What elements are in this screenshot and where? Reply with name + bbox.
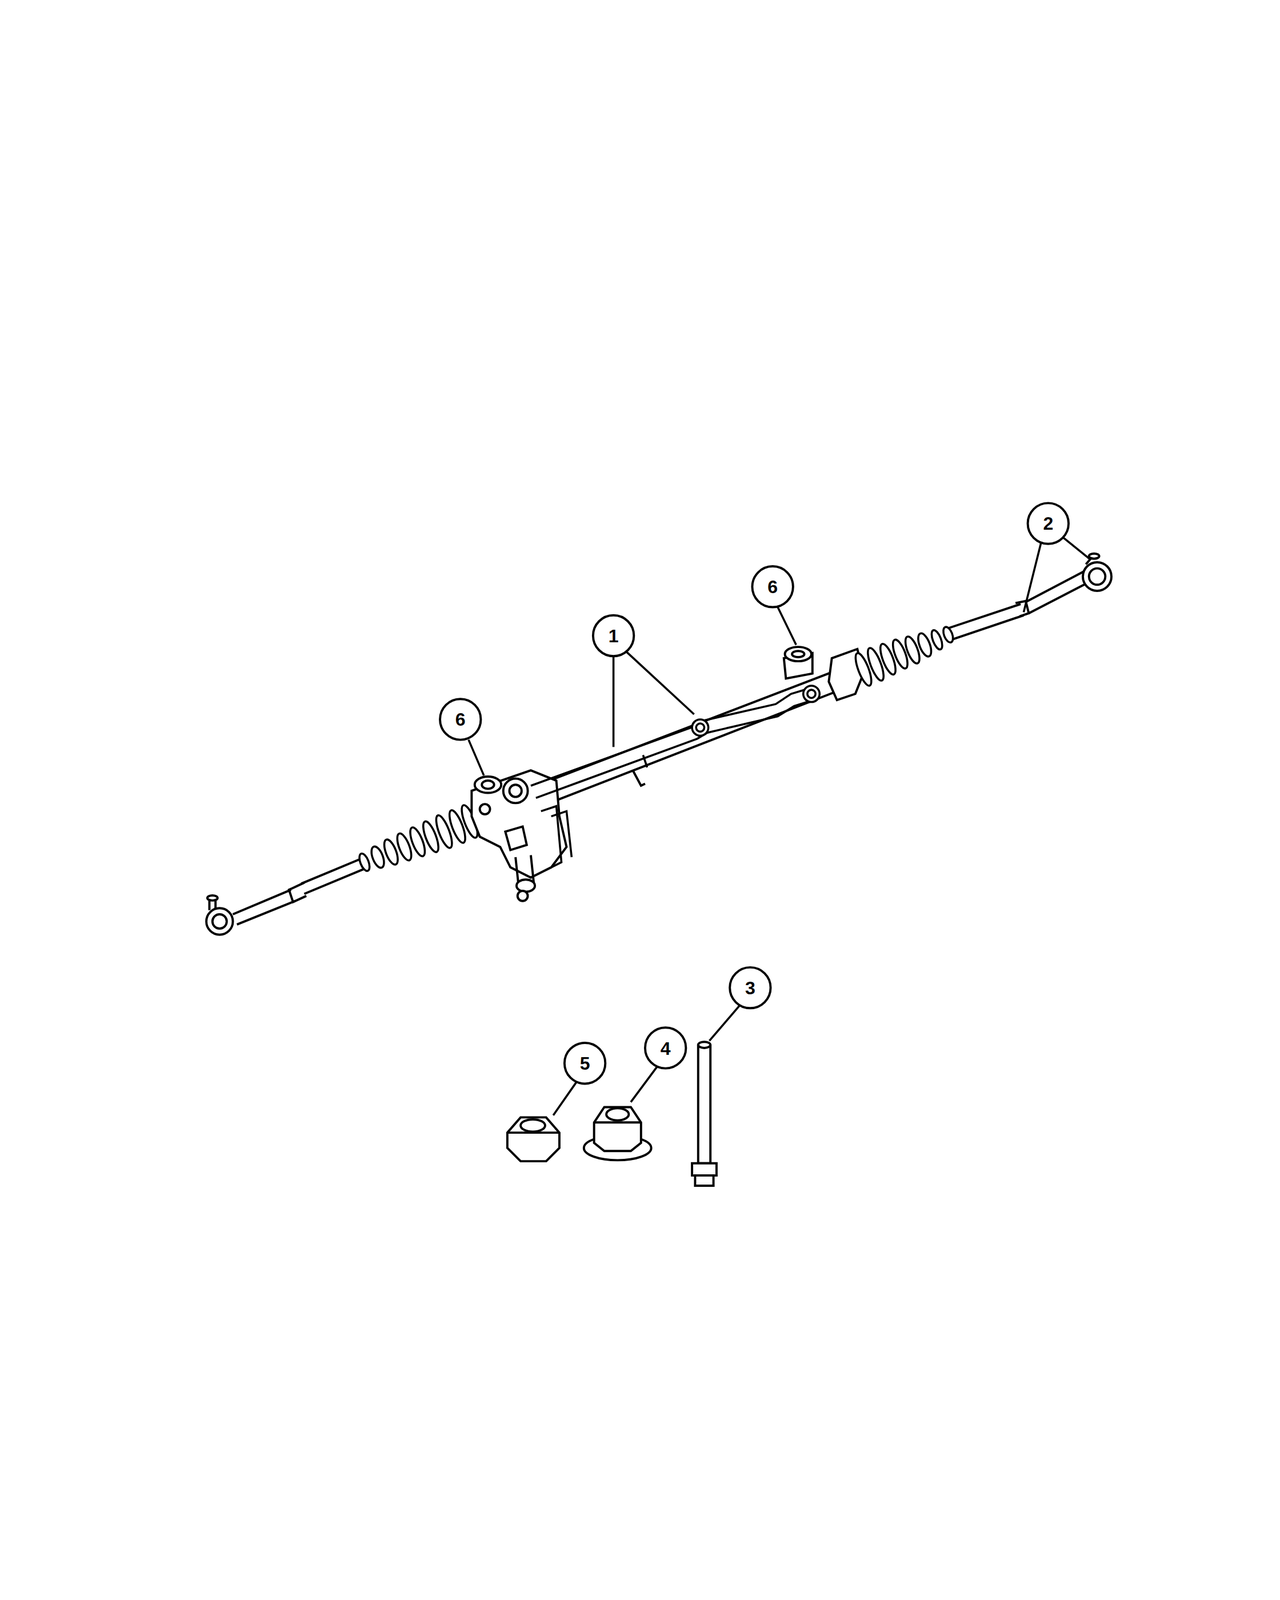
flange-nut [584,1107,652,1161]
valve-housing [471,770,567,902]
hydraulic-lines [530,685,820,868]
hex-nut [507,1117,560,1162]
callout-circles [440,502,1069,1084]
callout-number: 5 [580,1054,591,1073]
rubber-boots [357,625,955,873]
mount-boss [784,646,813,679]
callout-number: 2 [1043,514,1054,533]
tie-rods [206,553,1112,935]
callout-number: 4 [660,1039,671,1058]
callout-number: 1 [608,626,619,646]
callout-number: 6 [767,577,778,596]
callout-number: 6 [455,710,466,729]
callout-number: 3 [745,978,756,998]
leader-lines [468,537,1091,1116]
mounting-bolt [692,1041,717,1186]
